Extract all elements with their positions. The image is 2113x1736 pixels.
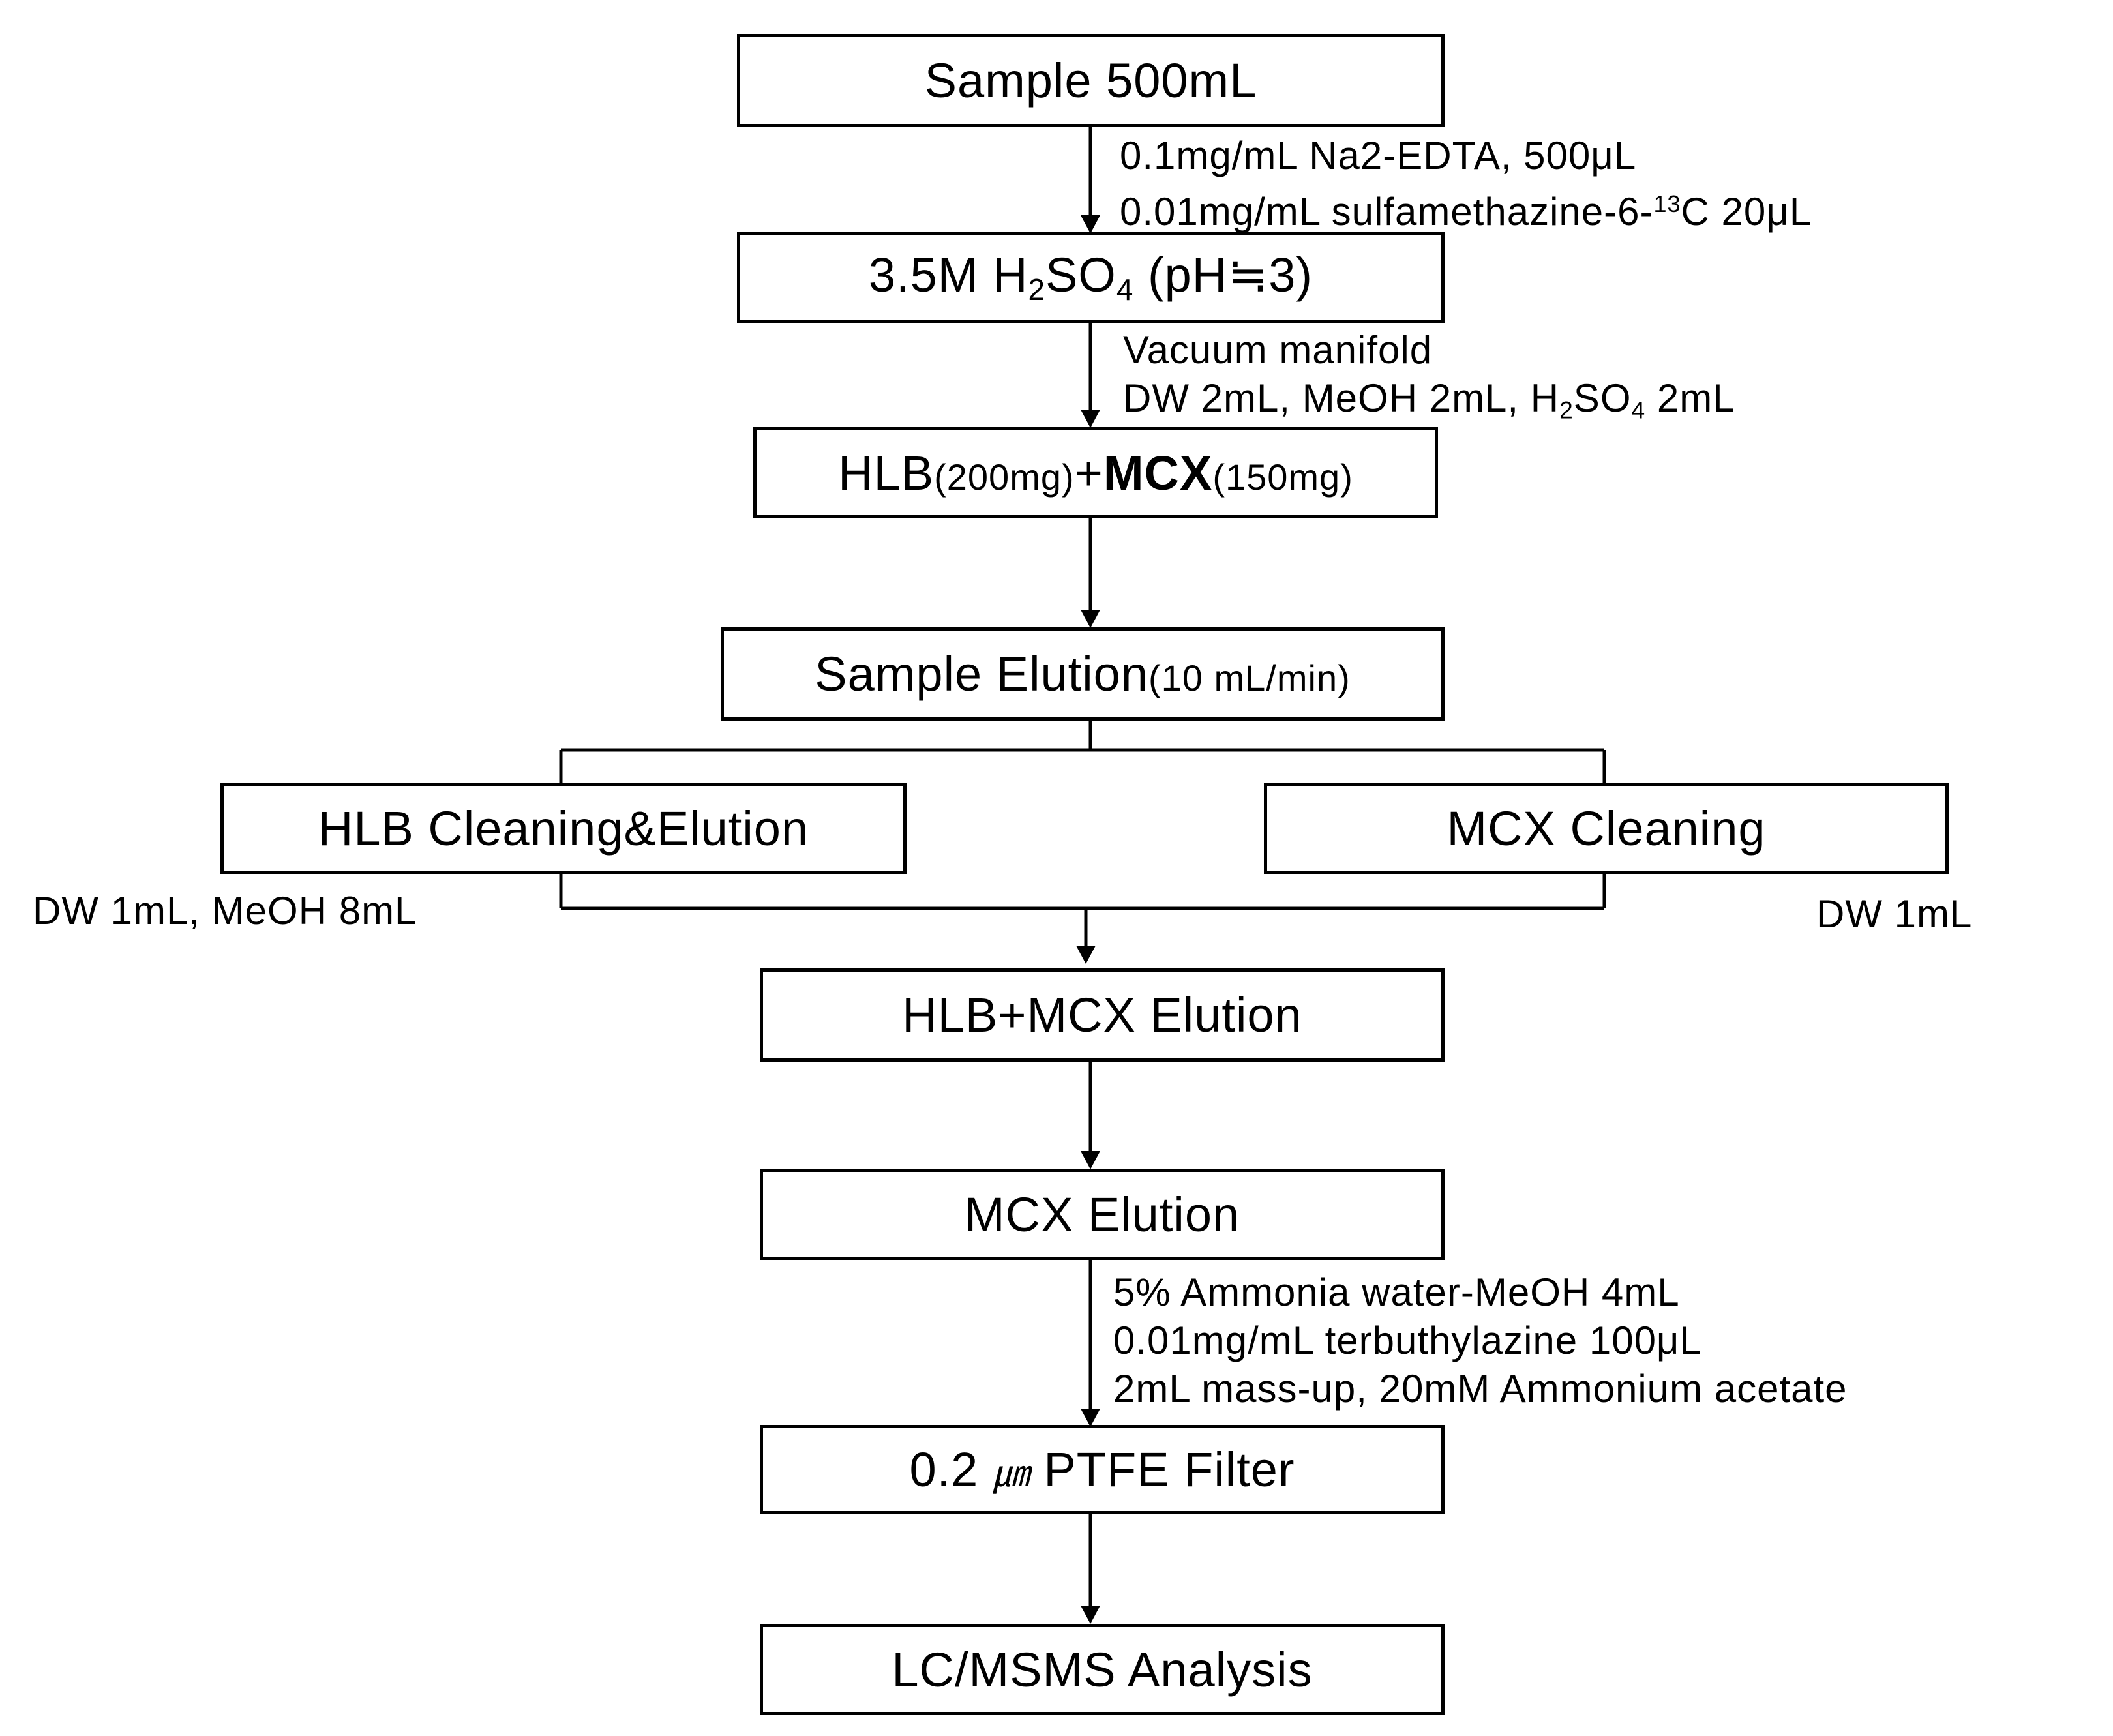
note-reagents-1: 0.1mg/mL Na2-EDTA, 500μL 0.01mg/mL sulfa… [1120,132,1812,236]
arrowhead-analysis [1081,1606,1100,1624]
note-hlb-wash-text: DW 1mL, MeOH 8mL [33,889,417,933]
note-conditioning: Vacuum manifold DW 2mL, MeOH 2mL, H2SO4 … [1123,326,1735,434]
step-elution-box: Sample Elution(10 mL/min) [721,627,1445,721]
note-sulfamethazine: 0.01mg/mL sulfamethazine-6-13C 20μL [1120,189,1812,233]
arrowhead-mcx [1081,1151,1100,1169]
step-sample-label: Sample 500mL [924,53,1257,108]
note-hlb-wash: DW 1mL, MeOH 8mL [33,887,417,935]
step-analysis-box: LC/MSMS Analysis [760,1624,1445,1715]
note-elution-solvents: 5% Ammonia water-MeOH 4mL 0.01mg/mL terb… [1113,1268,1848,1413]
arrowhead-cartridge [1081,410,1100,428]
note-vacuum-manifold: Vacuum manifold [1123,328,1433,372]
step-hlb-clean-label: HLB Cleaning&Elution [318,801,809,856]
note-mcx-wash-text: DW 1mL [1816,892,1973,936]
note-edta: 0.1mg/mL Na2-EDTA, 500μL [1120,134,1637,177]
step-cartridge-box: HLB(200mg)+MCX(150mg) [753,427,1438,518]
step-sample-box: Sample 500mL [737,34,1445,127]
step-acid-box: 3.5M H2SO4 (pH≒3) [737,232,1445,323]
arrowhead-combined [1076,946,1096,964]
step-filter-box: 0.2 ㎛ PTFE Filter [760,1425,1445,1514]
step-analysis-label: LC/MSMS Analysis [892,1642,1313,1697]
step-combined-box: HLB+MCX Elution [760,968,1445,1062]
note-mcx-wash: DW 1mL [1816,890,1972,938]
arrowhead-acid [1081,215,1100,233]
step-mcx-clean-label: MCX Cleaning [1446,801,1766,856]
note-terbuthylazine: 0.01mg/mL terbuthylazine 100μL [1113,1319,1702,1362]
arrowhead-elution [1081,610,1100,628]
note-conditioning-solvents: DW 2mL, MeOH 2mL, H2SO4 2mL [1123,376,1735,424]
step-cartridge-label: HLB(200mg)+MCX(150mg) [838,445,1353,500]
step-acid-label: 3.5M H2SO4 (pH≒3) [868,248,1313,307]
step-mcx-elution-box: MCX Elution [760,1169,1445,1260]
arrowhead-filter [1081,1409,1100,1427]
step-hlb-clean-box: HLB Cleaning&Elution [220,783,907,874]
step-combined-label: HLB+MCX Elution [902,988,1302,1042]
note-massup: 2mL mass-up, 20mM Ammonium acetate [1113,1367,1848,1411]
step-mcx-clean-box: MCX Cleaning [1264,783,1949,874]
step-filter-label: 0.2 ㎛ PTFE Filter [909,1443,1295,1497]
step-elution-label: Sample Elution(10 mL/min) [815,647,1351,701]
step-mcx-elution-label: MCX Elution [964,1187,1240,1242]
note-ammonia: 5% Ammonia water-MeOH 4mL [1113,1270,1680,1314]
